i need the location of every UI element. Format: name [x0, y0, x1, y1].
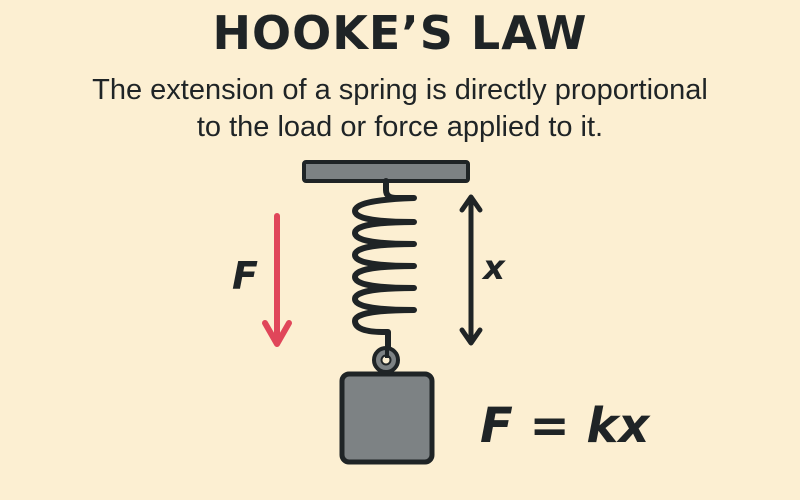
force-arrow-icon — [262, 213, 292, 347]
force-label: F — [232, 254, 258, 298]
extension-arrow-icon — [459, 194, 483, 346]
description-line-2: to the load or force applied to it. — [196, 111, 604, 143]
description-line-1: The extension of a spring is directly pr… — [92, 74, 708, 106]
weight-block — [339, 371, 435, 465]
diagram-title: HOOKE’S LAW — [212, 6, 588, 60]
hookes-law-equation: F = kx — [480, 398, 650, 454]
spring-coil — [352, 178, 417, 355]
extension-label: x — [483, 248, 505, 288]
law-description: The extension of a spring is directly pr… — [0, 72, 800, 146]
